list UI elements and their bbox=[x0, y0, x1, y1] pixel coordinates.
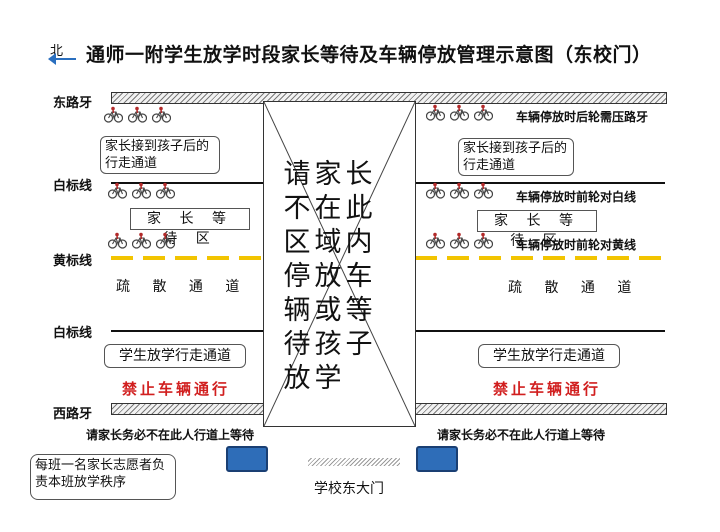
bicycle-icon bbox=[426, 232, 445, 249]
white-line-left-1 bbox=[111, 182, 263, 184]
white-line-label-2: 白标线 bbox=[53, 326, 93, 341]
diagram-title: 通师一附学生放学时段家长等待及车辆停放管理示意图（东校门） bbox=[86, 44, 652, 66]
right-waiting-area: 家 长 等 待 区 bbox=[477, 210, 597, 249]
cross-out-icon bbox=[264, 102, 415, 426]
bicycle-icon bbox=[474, 232, 493, 249]
white-line-right-1 bbox=[415, 182, 665, 184]
rule-front-yellow-line: 车辆停放时前轮对黄线 bbox=[516, 238, 637, 252]
right-student-walkway: 学生放学行走通道 bbox=[478, 344, 620, 368]
no-waiting-zone: 请家长不在此区域内停放车辆或等待孩子放学 bbox=[263, 101, 416, 427]
left-no-vehicles: 禁止车辆通行 bbox=[122, 380, 231, 398]
left-student-walkway: 学生放学行走通道 bbox=[104, 344, 246, 368]
left-evacuation-lane: 疏 散 通 道 bbox=[116, 279, 249, 295]
white-line-label-1: 白标线 bbox=[53, 179, 93, 194]
rule-front-white-line: 车辆停放时前轮对白线 bbox=[516, 190, 637, 204]
yellow-line-left bbox=[111, 256, 263, 260]
bicycle-icon bbox=[152, 106, 171, 123]
gate-pillar-left bbox=[226, 446, 268, 472]
bicycle-icon bbox=[450, 232, 469, 249]
bicycle-icon bbox=[108, 182, 127, 199]
west-curb-left bbox=[111, 403, 265, 415]
north-arrow-icon bbox=[48, 53, 76, 65]
bicycle-icon bbox=[156, 232, 175, 249]
bicycle-icon bbox=[450, 182, 469, 199]
left-sidewalk-notice: 请家长务必不在此人行道上等待 bbox=[86, 428, 255, 442]
bicycle-icon bbox=[426, 182, 445, 199]
white-line-left-2 bbox=[111, 330, 263, 332]
east-curb-label: 东路牙 bbox=[53, 96, 93, 111]
bicycle-icon bbox=[104, 106, 123, 123]
bicycle-icon bbox=[474, 182, 493, 199]
west-curb-right bbox=[415, 403, 667, 415]
bicycle-icon bbox=[156, 182, 175, 199]
left-waiting-area: 家 长 等 待 区 bbox=[130, 208, 250, 247]
rule-rear-wheel: 车辆停放时后轮需压路牙 bbox=[516, 110, 649, 124]
gate-label: 学校东大门 bbox=[314, 481, 384, 497]
no-waiting-zone-text: 请家长不在此区域内停放车辆或等待孩子放学 bbox=[283, 159, 377, 394]
volunteer-note: 每班一名家长志愿者负责本班放学秩序 bbox=[30, 454, 176, 500]
right-sidewalk-notice: 请家长务必不在此人行道上等待 bbox=[437, 428, 606, 442]
right-parent-walkway: 家长接到孩子后的行走通道 bbox=[458, 138, 574, 176]
right-evacuation-lane: 疏 散 通 道 bbox=[508, 280, 641, 296]
gate-pillar-right bbox=[416, 446, 458, 472]
bicycle-icon bbox=[132, 182, 151, 199]
yellow-line-right bbox=[415, 256, 665, 260]
bicycle-icon bbox=[450, 104, 469, 121]
bicycle-icon bbox=[128, 106, 147, 123]
left-parent-walkway: 家长接到孩子后的行走通道 bbox=[100, 136, 220, 174]
gate-rail bbox=[308, 458, 400, 466]
white-line-right-2 bbox=[415, 330, 665, 332]
bicycle-icon bbox=[474, 104, 493, 121]
bicycle-icon bbox=[132, 232, 151, 249]
west-curb-label: 西路牙 bbox=[53, 407, 93, 422]
bicycle-icon bbox=[426, 104, 445, 121]
right-no-vehicles: 禁止车辆通行 bbox=[493, 380, 602, 398]
bicycle-icon bbox=[108, 232, 127, 249]
yellow-line-label: 黄标线 bbox=[53, 254, 93, 269]
